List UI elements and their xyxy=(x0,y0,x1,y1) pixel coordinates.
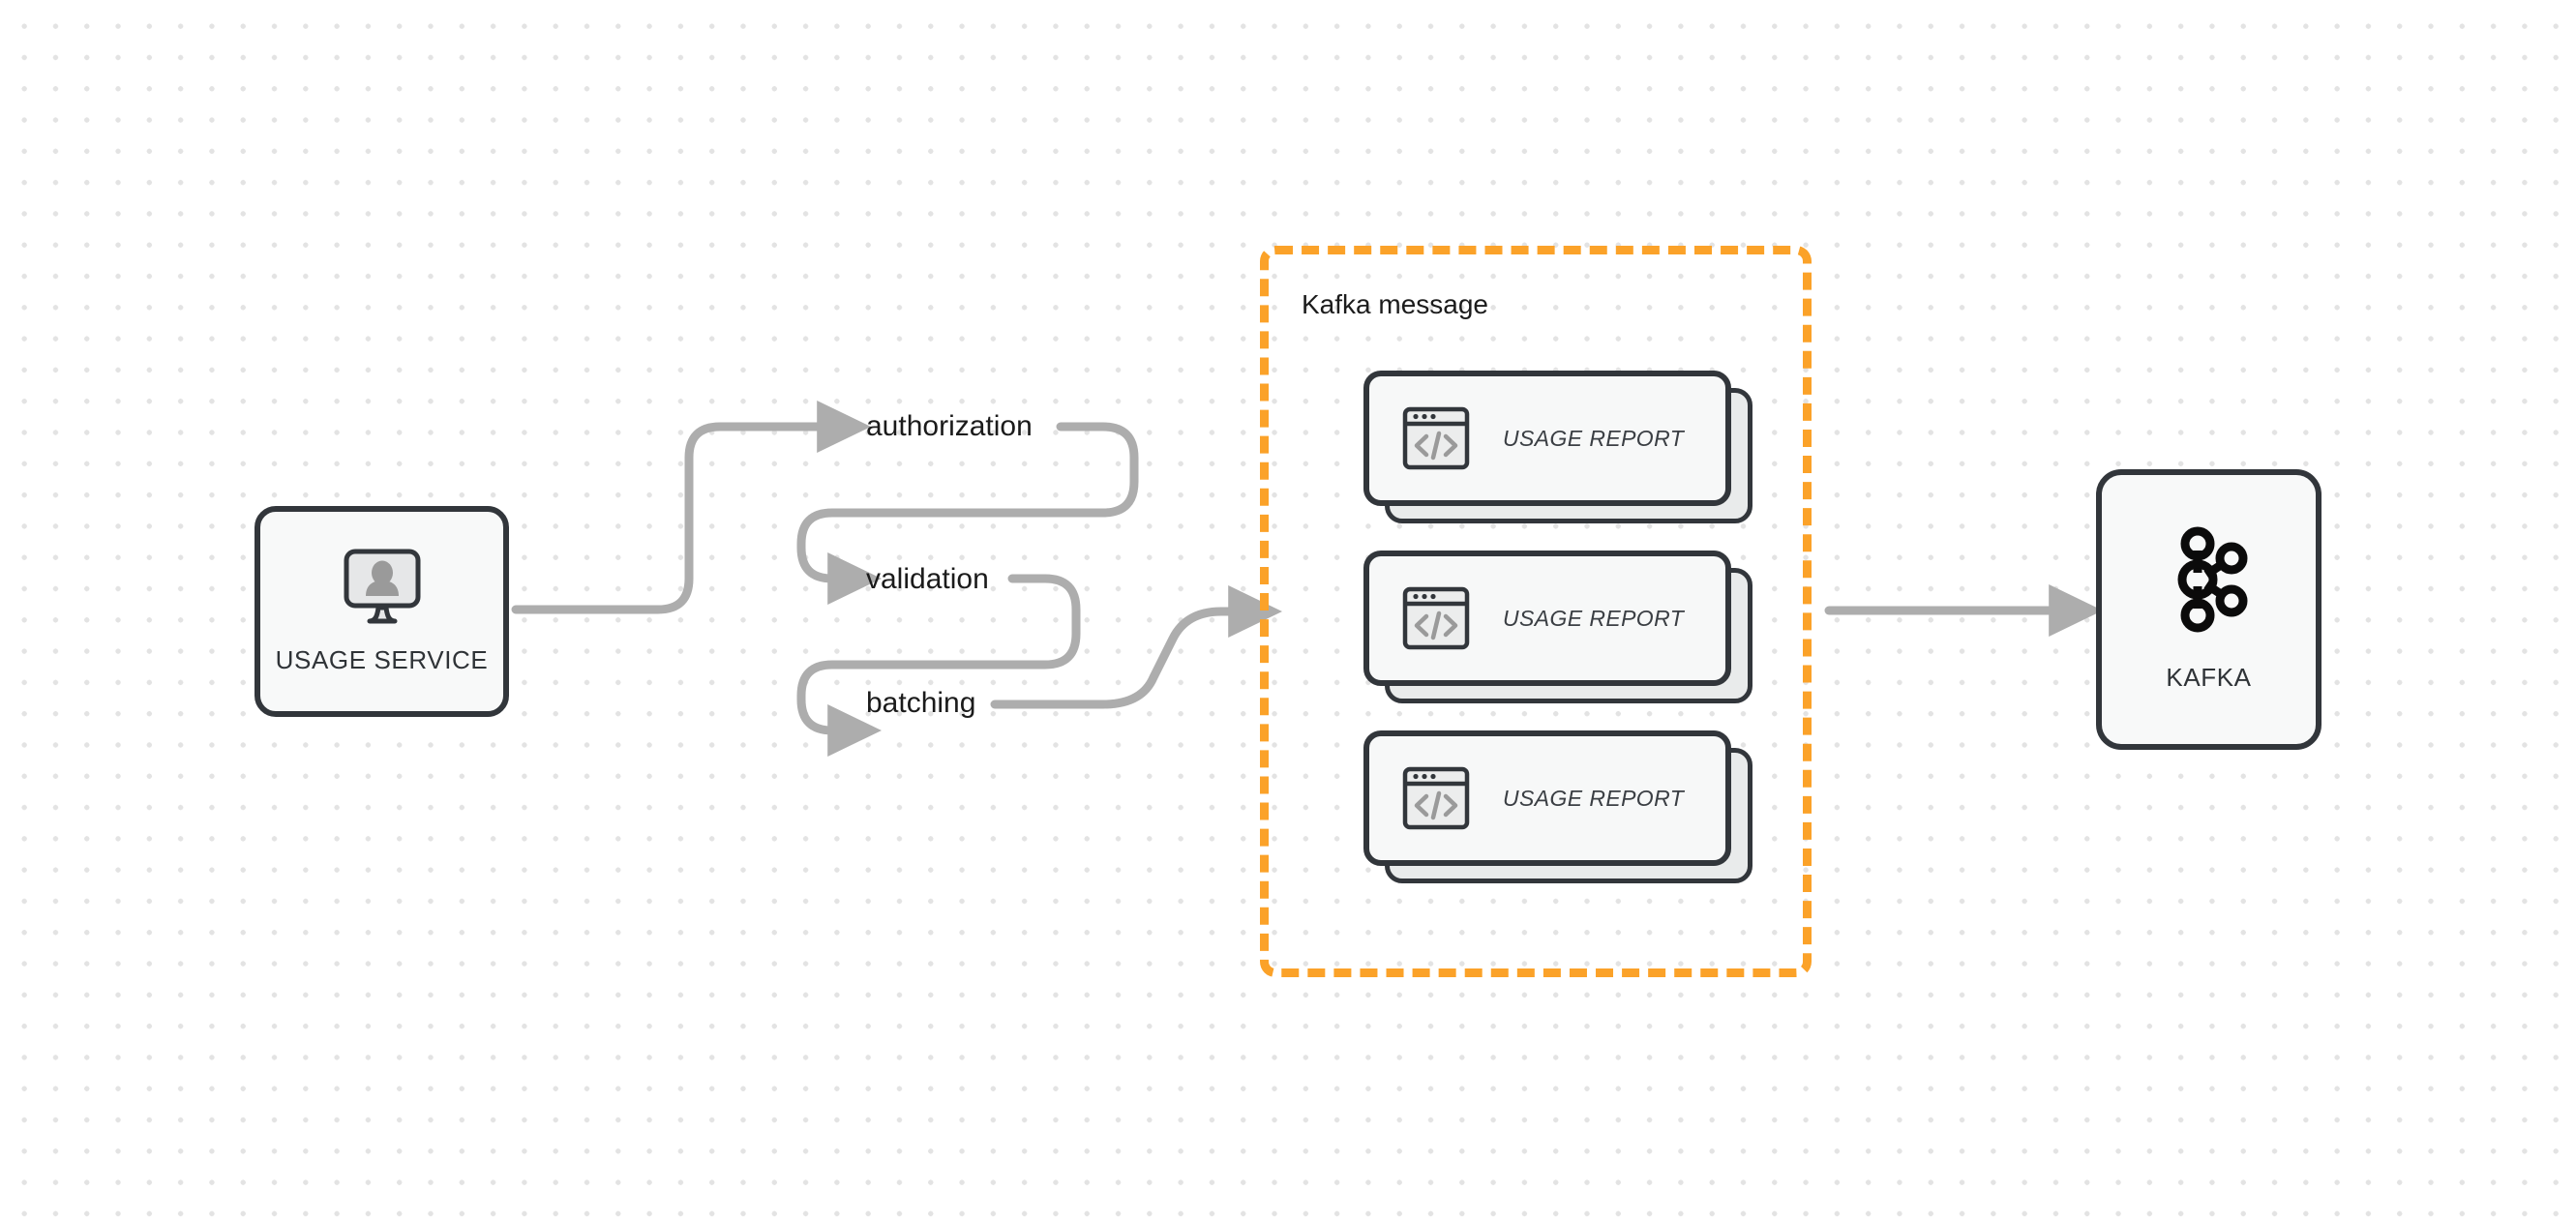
node-usage-service[interactable]: USAGE SERVICE xyxy=(255,506,509,717)
code-window-icon xyxy=(1402,404,1470,472)
node-kafka-label: KAFKA xyxy=(2166,663,2252,692)
pipeline-step-batching[interactable]: batching xyxy=(866,687,976,719)
node-kafka[interactable]: KAFKA xyxy=(2096,469,2321,750)
code-window-icon xyxy=(1402,764,1470,832)
code-window-icon xyxy=(1402,584,1470,652)
connector-batching-to-kafka-message xyxy=(990,585,1282,709)
connector-usage-service-to-authorization xyxy=(511,401,871,614)
node-usage-service-label: USAGE SERVICE xyxy=(275,645,489,674)
usage-report-card[interactable]: USAGE REPORT xyxy=(1363,371,1752,523)
pipeline-step-authorization[interactable]: authorization xyxy=(866,410,1033,442)
usage-report-card-label: USAGE REPORT xyxy=(1503,785,1685,811)
group-kafka-message[interactable]: Kafka message USAGE REP xyxy=(1260,246,1812,977)
monitor-user-icon xyxy=(341,548,424,630)
group-kafka-message-title: Kafka message xyxy=(1302,289,1488,319)
pipeline-step-validation[interactable]: validation xyxy=(866,563,989,595)
usage-report-card-label: USAGE REPORT xyxy=(1503,425,1685,451)
kafka-logo-icon xyxy=(2164,526,2255,638)
usage-report-card-label: USAGE REPORT xyxy=(1503,605,1685,631)
usage-report-card-face[interactable]: USAGE REPORT xyxy=(1363,730,1731,866)
connector-authorization-to-validation xyxy=(796,422,1139,605)
usage-report-card-face[interactable]: USAGE REPORT xyxy=(1363,551,1731,686)
usage-report-card[interactable]: USAGE REPORT xyxy=(1363,730,1752,883)
usage-report-card-face[interactable]: USAGE REPORT xyxy=(1363,371,1731,506)
usage-report-card[interactable]: USAGE REPORT xyxy=(1363,551,1752,703)
